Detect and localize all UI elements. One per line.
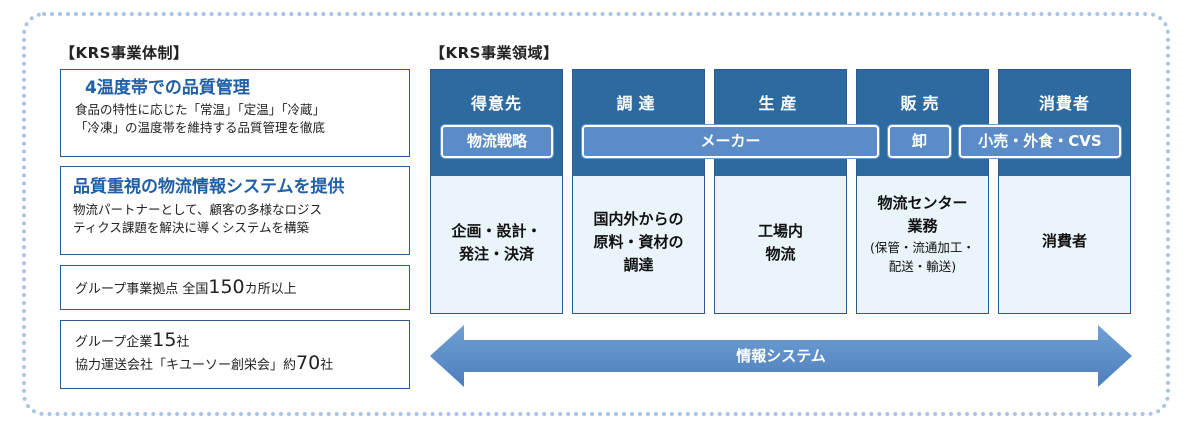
bases-prefix: グループ事業拠点 全国	[75, 282, 209, 297]
info-system-box: 品質重視の物流情報システムを提供 物流パートナーとして、顧客の多様なロジス ティ…	[60, 166, 410, 255]
carriers-number: 70	[296, 352, 321, 374]
column-procurement-body: 国内外からの 原料・資材の 調達	[573, 176, 704, 313]
sales-desc-sub2: 配送・輸送)	[888, 259, 957, 274]
column-sales-label: 販売	[900, 94, 945, 113]
info-system-label: 情報システム	[736, 347, 826, 365]
info-system-arrow: 情報システム	[430, 323, 1132, 389]
info-system-line1: 物流パートナーとして、顧客の多様なロジス	[73, 202, 323, 217]
companies-box: グループ企業15社 協力運送会社「キユーソー創栄会」約70社	[60, 320, 410, 389]
column-sales: 販売 物流センター 業務 (保管・流通加工・ 配送・輸送)	[856, 69, 989, 314]
quality-management-box: 4温度帯での品質管理 食品の特性に応じた「常温」「定温」「冷蔵」 「冷凍」の温度…	[60, 69, 410, 157]
carriers-suffix: 社	[320, 358, 334, 373]
krs-structure-title: 【KRS事業体制】	[60, 44, 189, 62]
column-consumer: 消費者 消費者	[998, 69, 1131, 314]
pill-retail: 小売・外食・CVS	[958, 124, 1122, 159]
info-system-line2: ティクス課題を解決に導くシステムを構築	[73, 220, 310, 235]
column-consumer-body: 消費者	[999, 176, 1130, 313]
info-system-heading: 品質重視の物流情報システムを提供	[73, 177, 345, 197]
krs-domain-title: 【KRS事業領域】	[430, 44, 559, 62]
companies-line2: 協力運送会社「キユーソー創栄会」約70社	[75, 353, 409, 376]
companies-suffix: 社	[176, 335, 190, 350]
pill-maker: メーカー	[581, 124, 880, 159]
column-customer-body: 企画・設計・ 発注・決済	[431, 176, 562, 313]
customer-desc-line2: 発注・決済	[458, 245, 534, 263]
column-procurement: 調達 国内外からの 原料・資材の 調達	[572, 69, 705, 314]
column-sales-desc: 物流センター 業務 (保管・流通加工・ 配送・輸送)	[857, 192, 988, 276]
companies-number: 15	[152, 329, 177, 351]
column-consumer-header: 消費者	[999, 70, 1130, 176]
pill-wholesale: 卸	[887, 124, 952, 159]
column-sales-header: 販売	[857, 70, 988, 176]
column-customer-desc: 企画・設計・ 発注・決済	[431, 220, 562, 266]
pill-logistics-strategy: 物流戦略	[440, 124, 554, 159]
column-production: 生産 工場内 物流	[714, 69, 847, 314]
production-desc-line2: 物流	[765, 245, 796, 263]
companies-line1: グループ企業15社	[75, 330, 409, 353]
bases-text: グループ事業拠点 全国150カ所以上	[75, 277, 409, 300]
customer-desc-line1: 企画・設計・	[451, 222, 542, 240]
quality-management-heading: 4温度帯での品質管理	[85, 78, 250, 98]
column-procurement-header: 調達	[573, 70, 704, 176]
bases-number: 150	[208, 276, 245, 298]
production-desc-line1: 工場内	[757, 222, 803, 240]
column-customer-header: 得意先	[431, 70, 562, 176]
column-production-desc: 工場内 物流	[715, 220, 846, 266]
column-production-label: 生産	[758, 94, 803, 113]
procurement-desc-line3: 調達	[623, 256, 654, 274]
sales-desc-line1: 物流センター	[877, 194, 968, 212]
column-consumer-desc: 消費者	[999, 230, 1130, 253]
carriers-prefix: 協力運送会社「キユーソー創栄会」約	[75, 358, 297, 373]
procurement-desc-line2: 原料・資材の	[593, 233, 684, 251]
dotted-frame	[22, 12, 1170, 416]
column-customer-label: 得意先	[470, 94, 522, 113]
column-production-body: 工場内 物流	[715, 176, 846, 313]
bases-suffix: カ所以上	[244, 282, 297, 297]
bases-box: グループ事業拠点 全国150カ所以上	[60, 265, 410, 310]
column-consumer-label: 消費者	[1038, 94, 1090, 113]
column-customer: 得意先 企画・設計・ 発注・決済	[430, 69, 563, 314]
column-procurement-label: 調達	[616, 94, 661, 113]
procurement-desc-line1: 国内外からの	[593, 210, 684, 228]
companies-prefix: グループ企業	[75, 335, 153, 350]
column-production-header: 生産	[715, 70, 846, 176]
column-procurement-desc: 国内外からの 原料・資材の 調達	[573, 208, 704, 277]
column-sales-body: 物流センター 業務 (保管・流通加工・ 配送・輸送)	[857, 176, 988, 313]
sales-desc-line2: 業務	[907, 217, 938, 235]
double-arrow-icon	[430, 325, 1132, 387]
quality-management-line1: 食品の特性に応じた「常温」「定温」「冷蔵」	[75, 102, 326, 117]
consumer-desc-line1: 消費者	[1041, 232, 1087, 250]
quality-management-line2: 「冷凍」の温度帯を維持する品質管理を徹底	[75, 120, 326, 135]
sales-desc-sub1: (保管・流通加工・	[870, 240, 975, 255]
